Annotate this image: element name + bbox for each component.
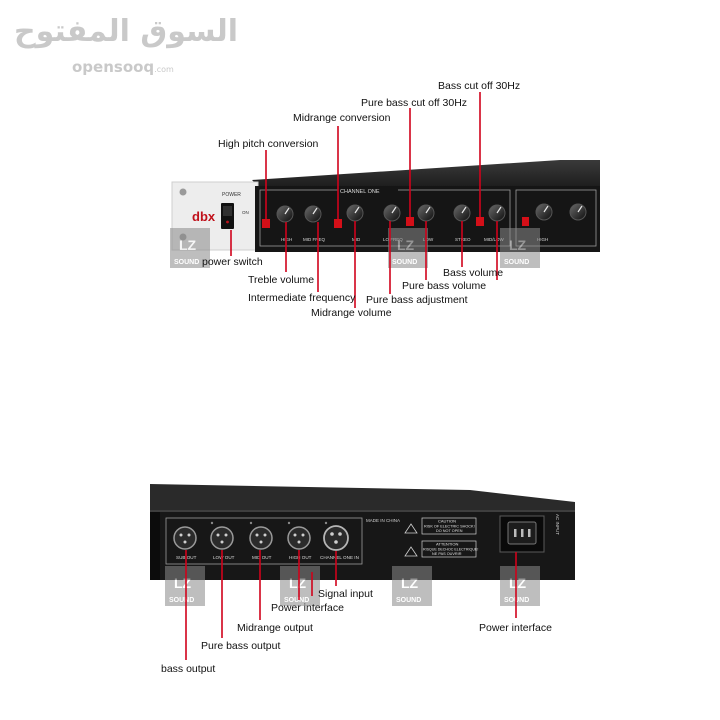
channel-one-title: CHANNEL ONE [340,189,380,195]
rack-screw-top [179,188,187,196]
watermark-latin: opensooq.com [72,58,174,76]
xlr-jacks [173,521,349,551]
front-knobs [276,203,587,223]
opensooq-watermark: السوق المفتوح opensooq.com [14,14,239,76]
jack-label: CHANNEL ONE IN [320,555,359,560]
svg-text:LZ: LZ [174,575,192,591]
dbx-logo: dbx [192,209,216,224]
svg-text:LZ: LZ [397,237,415,253]
ch2-button [522,217,529,226]
svg-text:NE PAS OUVRIR: NE PAS OUVRIR [432,552,462,556]
jack-label: LOW OUT [213,555,235,560]
svg-text:LZ: LZ [509,237,527,253]
label-pure-bass-cutoff: Pure bass cut off 30Hz [361,97,468,109]
label-intermediate-frequency: Intermediate frequency [248,292,356,304]
ac-input-text: AC INPUT [555,514,560,535]
jack-label: HIGH OUT [289,555,312,560]
label-signal-input: Signal input [318,588,373,600]
label-midrange-conversion: Midrange conversion [293,112,391,124]
high-out-jack [287,526,311,550]
front-callout-lines [230,92,498,308]
rear-left-edge [150,512,160,580]
channel-in-jack [323,525,349,551]
svg-text:RISQUE DECHOC ELECTRIQUE!: RISQUE DECHOC ELECTRIQUE! [423,548,478,552]
lz-text: LZ [179,237,197,253]
made-in-china: MADE IN CHINA [366,518,400,523]
label-pure-bass-volume: Pure bass volume [402,280,487,292]
lz-sound-watermark-rear: LZ SOUND LZ SOUND LZ SOUND LZ SOUND [165,566,540,606]
front-unit: dbx POWER ON CHANNEL ONE [170,160,600,268]
rear-callout-lines [185,550,517,660]
sound-text: SOUND [174,259,199,266]
svg-text:SOUND: SOUND [284,597,309,604]
svg-text:CAUTION: CAUTION [438,519,456,524]
svg-text:LZ: LZ [509,575,527,591]
label-power-interface-right: Power interface [479,622,552,634]
svg-text:SOUND: SOUND [169,597,194,604]
output-frame [165,517,363,565]
section-label: STREO [455,237,471,242]
label-power-switch: power switch [202,256,263,268]
attention-label: ATTENTION RISQUE DECHOC ELECTRIQUE! NE P… [404,540,478,558]
label-bass-output: bass output [161,663,216,675]
svg-text:LZ: LZ [401,575,419,591]
jack-label: MID OUT [252,555,272,560]
label-midrange-output: Midrange output [237,622,313,634]
midrange-button [334,219,342,228]
svg-text:LZ: LZ [289,575,307,591]
svg-text:SOUND: SOUND [504,259,529,266]
high-pitch-button [262,219,270,228]
low-out-jack [210,526,234,550]
label-bass-volume: Bass volume [443,267,504,279]
lz-sound-watermark-front: LZ SOUND LZ SOUND LZ SOUND [170,228,540,268]
power-switch-rocker [223,206,232,216]
label-treble-volume: Treble volume [248,274,315,286]
mid-out-jack [249,526,273,550]
label-power-interface-left: Power interface [271,602,344,614]
caution-label: CAUTION RISK OF ELECTRIC SHOCK! DO NOT O… [404,517,477,535]
label-pure-bass-output: Pure bass output [201,640,281,652]
sub-out-jack [173,526,197,550]
front-unit-top [252,160,600,188]
svg-text:DO NOT OPEN: DO NOT OPEN [436,529,463,533]
bass-cutoff-button [476,217,484,226]
label-midrange-volume: Midrange volume [311,307,392,319]
label-bass-cutoff: Bass cut off 30Hz [438,80,521,92]
rear-unit: SUB OUT LOW OUT MID OUT HIGH OUT CHANNEL… [150,484,575,606]
rear-unit-top [150,484,575,512]
watermark-arabic: السوق المفتوح [14,14,239,49]
channel-two-frame [515,189,597,247]
label-pure-bass-adjustment: Pure bass adjustment [366,294,468,306]
label-high-pitch-conversion: High pitch conversion [218,138,319,150]
svg-text:RISK OF ELECTRIC SHOCK!: RISK OF ELECTRIC SHOCK! [424,525,475,529]
power-text: POWER [222,192,241,198]
iec-power-inlet: AC INPUT [499,514,560,553]
section-label: HIGH [537,237,548,242]
pure-bass-cutoff-button [406,217,414,226]
svg-text:ATTENTION: ATTENTION [436,542,458,547]
section-label: LOW [423,237,434,242]
on-text: ON [242,210,249,215]
section-label: MID FREQ [303,237,325,242]
section-label: MID [352,237,361,242]
svg-text:SOUND: SOUND [392,259,417,266]
section-label: MID/LOW [484,237,505,242]
svg-text:SOUND: SOUND [396,597,421,604]
